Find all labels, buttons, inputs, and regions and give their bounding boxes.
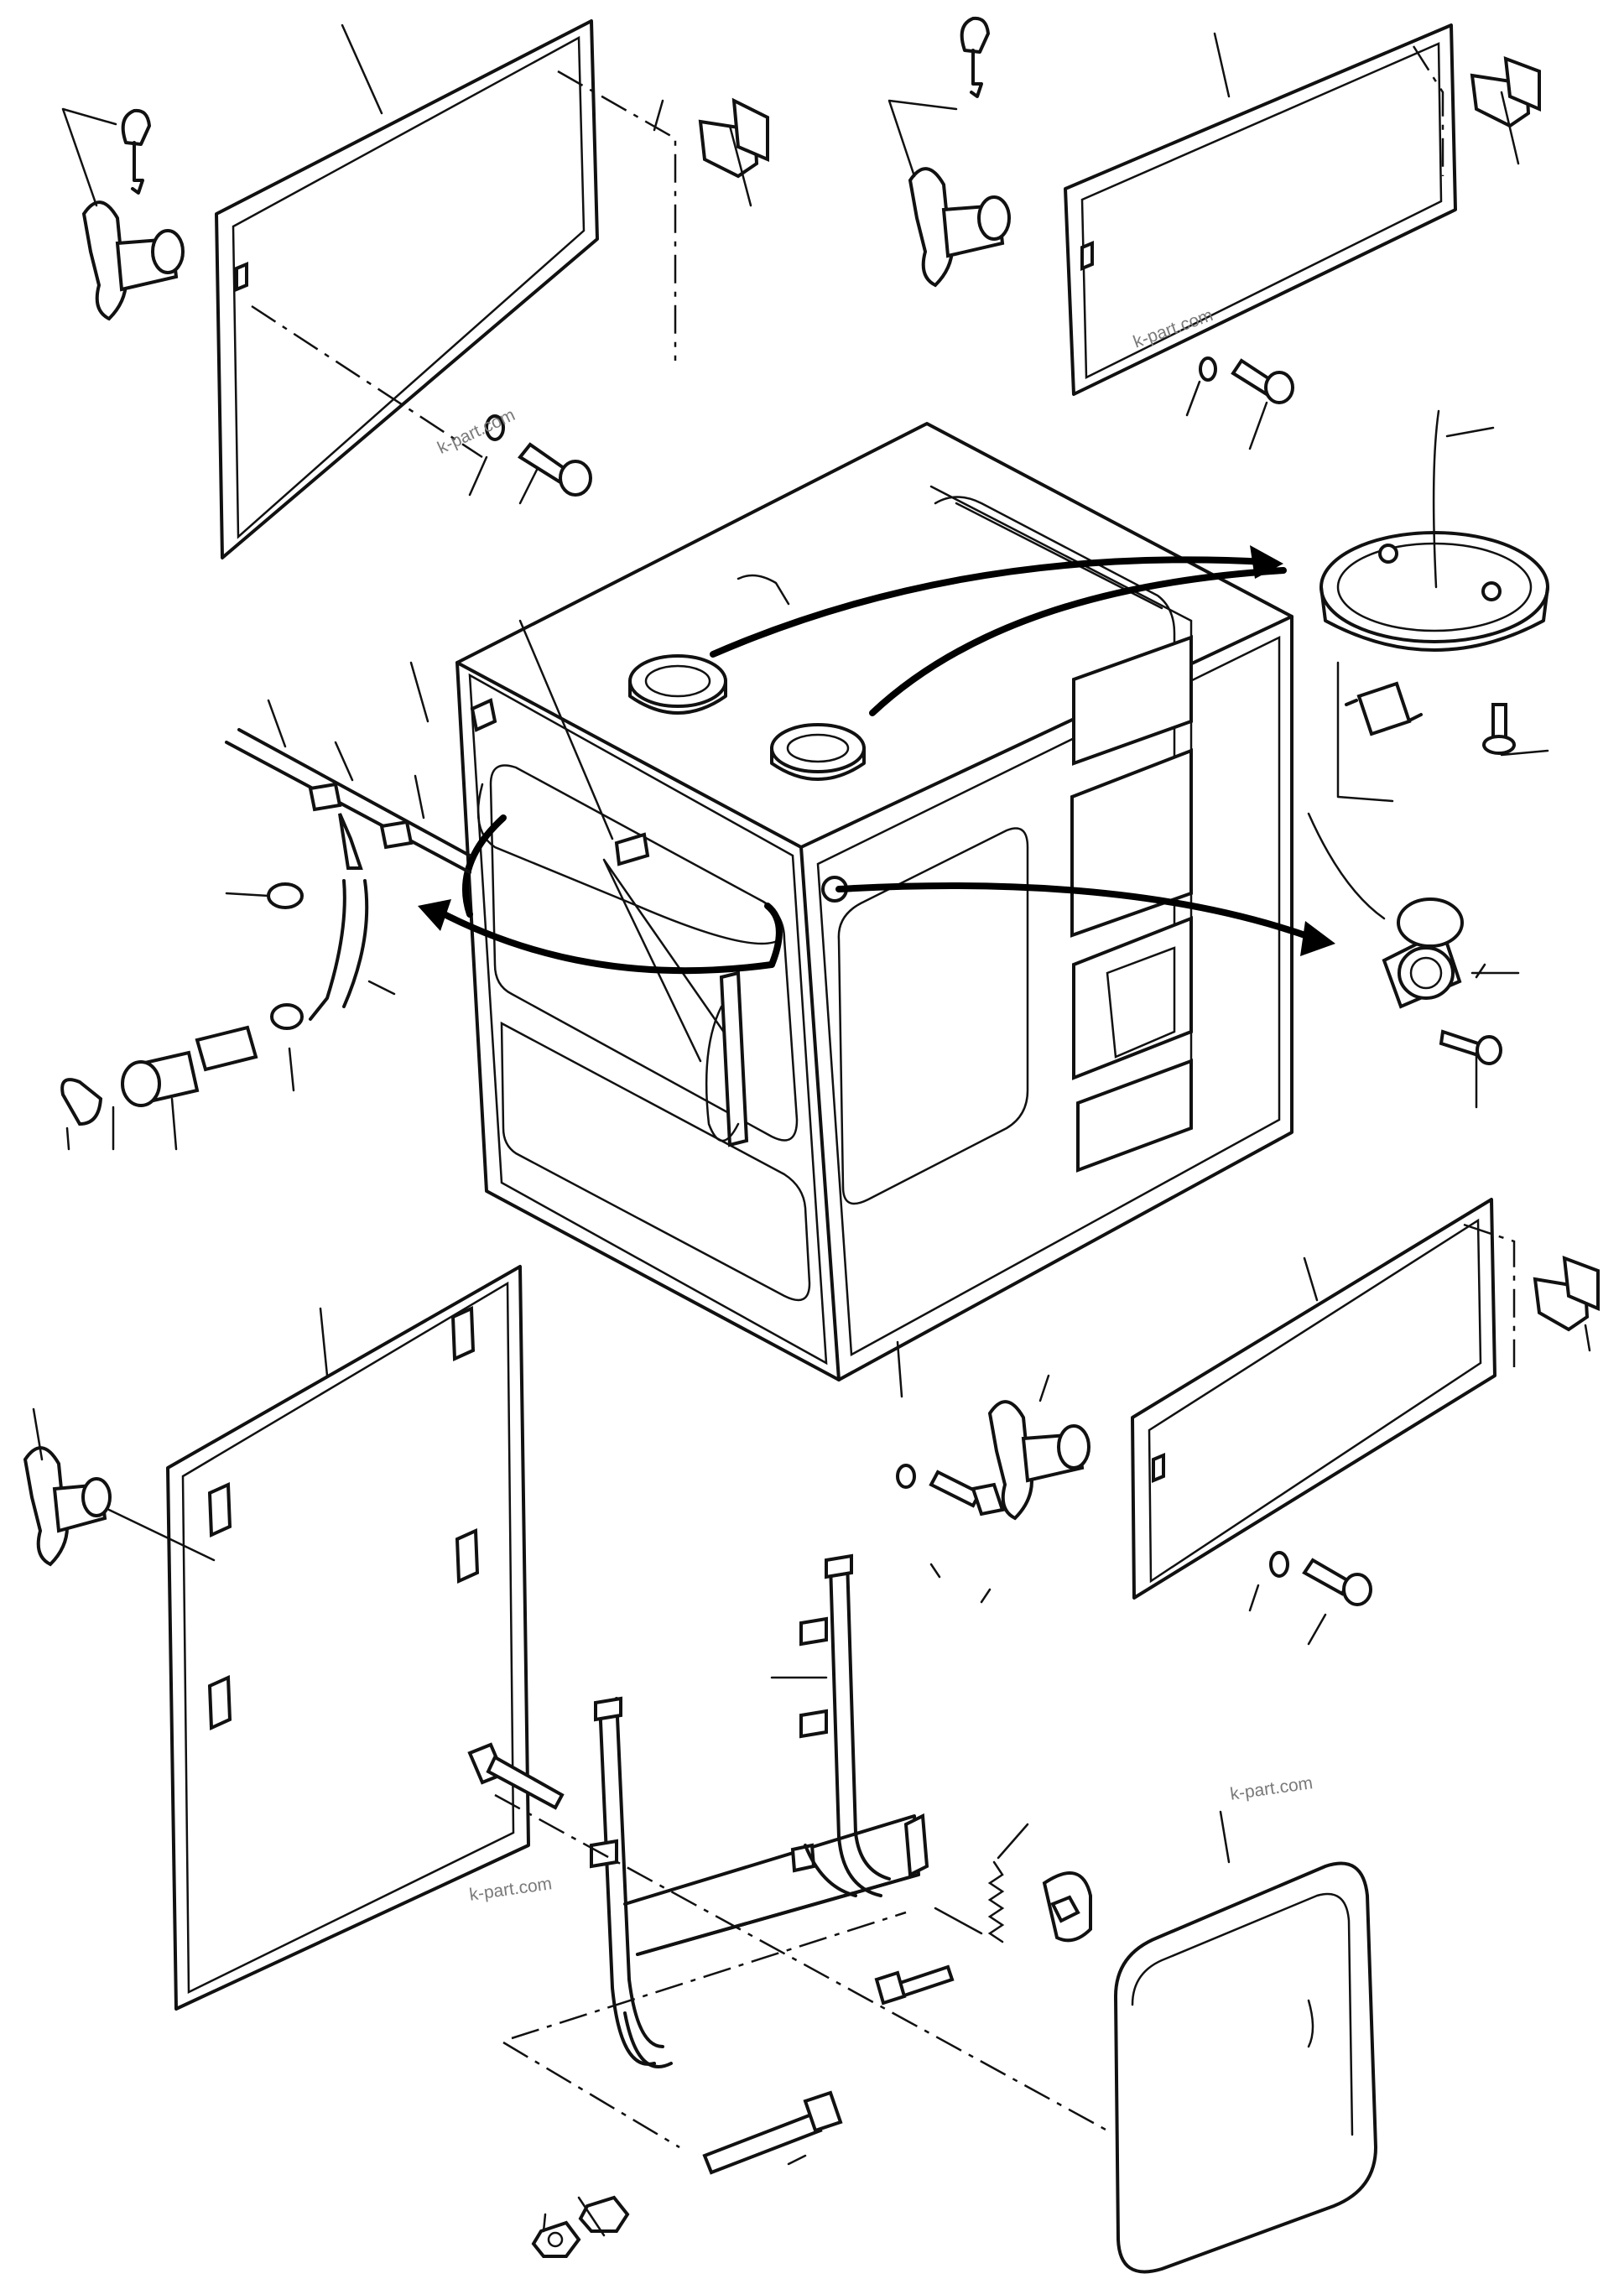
window-lower-right (987, 1198, 1600, 1606)
power-socket (1307, 812, 1502, 1065)
leader-lines (32, 23, 1591, 2237)
window-top-left (61, 19, 769, 559)
horn-assembly (60, 728, 471, 1126)
panel-lower-left (23, 1265, 530, 2011)
dome-lamp (1320, 409, 1549, 803)
callout-arrows (418, 545, 1335, 975)
seat-cushion (1113, 1861, 1378, 2274)
cab-body (455, 422, 1293, 1381)
seat-frame (590, 1553, 929, 2068)
window-top-right (887, 16, 1541, 404)
fasteners (467, 1464, 1092, 2258)
